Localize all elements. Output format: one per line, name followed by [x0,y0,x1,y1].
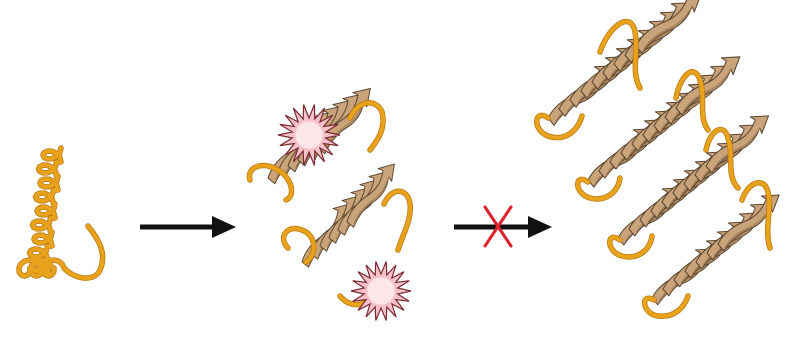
beta-strand [630,0,708,55]
random-coil-icon [19,148,103,278]
amyloid-fibril [537,0,785,316]
starburst-icon [351,262,411,321]
unfolded-monomer [19,148,103,278]
arrow-right-icon [140,216,236,238]
beta-sheet-fibril-icon [537,0,785,316]
beta-strand [712,187,785,252]
oligomeric-intermediate [249,82,411,321]
transition-arrow-2 [454,207,552,246]
transition-arrow-1 [140,216,236,238]
